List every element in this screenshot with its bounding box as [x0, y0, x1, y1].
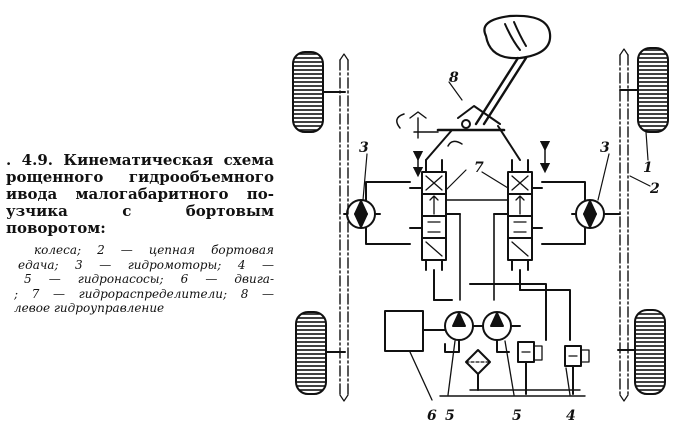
legend-line-5: левое гидроуправление	[14, 301, 165, 315]
relief-valve-2	[564, 345, 590, 396]
label-1: 1	[643, 160, 653, 176]
wheel-front-right	[637, 47, 669, 133]
chain-drive-left	[339, 59, 349, 396]
engine	[384, 310, 446, 401]
label-4: 4	[566, 408, 576, 424]
legend-line-4: ; 7 — гидрораспределители; 8 —	[14, 286, 274, 301]
wheel-rear-right	[634, 309, 666, 395]
caption-title-line-2: рощенного гидрообъемного	[6, 168, 274, 186]
hydromotor-right	[541, 181, 621, 245]
legend-line-2: едача; 3 — гидромоторы; 4 —	[18, 257, 274, 272]
legend-line-1: колеса; 2 — цепная бортовая	[34, 243, 274, 257]
wheel-rear-left	[295, 311, 327, 395]
relief-valve-1	[517, 341, 543, 395]
caption-title-line-1: . 4.9. Кинематическая схема	[6, 151, 274, 169]
label-6: 6	[427, 408, 437, 424]
label-2: 2	[649, 181, 660, 197]
legend-line-3: 5 — гидронасосы; 6 — двига-	[24, 272, 274, 286]
distributor-right	[493, 159, 543, 291]
caption-legend: колеса; 2 — цепная бортовая едача; 3 — г…	[6, 243, 274, 316]
hydromotor-left	[343, 181, 411, 245]
wheel-front-left	[292, 51, 324, 133]
label-7: 7	[474, 160, 484, 176]
caption-title-line-3: ивода малогабаритного по-	[6, 185, 274, 203]
chain-drive-right	[619, 54, 629, 396]
hydropump-right	[472, 311, 521, 396]
label-8: 8	[449, 70, 459, 86]
caption-title-line-4: узчика с бортовым поворотом:	[6, 202, 274, 237]
filter	[465, 349, 491, 391]
label-5-right: 5	[512, 408, 522, 424]
hydropump-left	[444, 311, 474, 396]
steering-control	[396, 14, 552, 161]
figure-caption: . 4.9. Кинематическая схема рощенного ги…	[6, 152, 274, 316]
distributor-left	[409, 159, 461, 301]
axle-front-left	[322, 87, 346, 97]
label-3-left: 3	[359, 140, 369, 156]
label-3-right: 3	[600, 140, 610, 156]
label-5-left: 5	[445, 408, 455, 424]
